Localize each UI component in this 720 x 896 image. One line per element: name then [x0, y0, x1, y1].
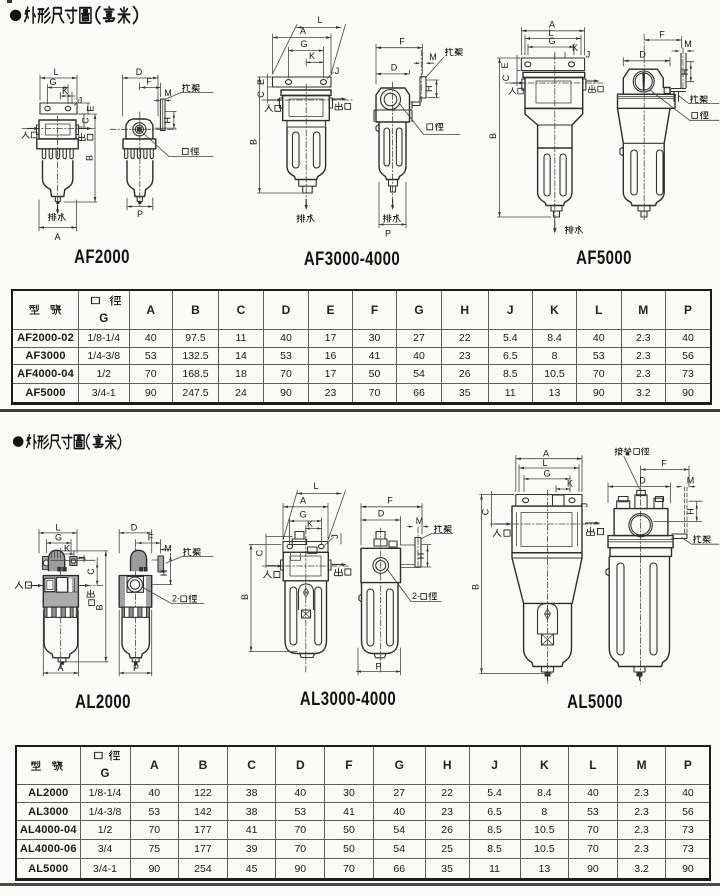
- svg-text:G: G: [300, 39, 307, 49]
- svg-text:D: D: [639, 475, 646, 485]
- svg-text:F: F: [659, 30, 665, 40]
- svg-text:L: L: [317, 15, 322, 25]
- svg-text:H: H: [685, 508, 695, 515]
- svg-text:C: C: [255, 549, 265, 556]
- svg-text:K: K: [64, 544, 70, 554]
- svg-text:B: B: [249, 139, 259, 145]
- svg-text:2-: 2-: [172, 594, 180, 604]
- svg-text:A: A: [300, 495, 306, 505]
- svg-text:H: H: [424, 86, 434, 93]
- svg-text:B: B: [240, 594, 250, 600]
- svg-text:F: F: [387, 495, 393, 505]
- svg-text:B: B: [471, 584, 481, 590]
- svg-text:J: J: [586, 50, 591, 60]
- svg-text:D: D: [639, 50, 646, 60]
- svg-text:D: D: [391, 63, 398, 73]
- svg-text:F: F: [661, 458, 667, 468]
- svg-text:A: A: [543, 448, 549, 458]
- svg-text:F: F: [148, 533, 154, 543]
- svg-text:J: J: [335, 66, 340, 76]
- svg-text:C: C: [481, 508, 491, 515]
- svg-text:J: J: [330, 534, 340, 539]
- svg-text:E: E: [500, 62, 510, 68]
- svg-text:L: L: [313, 481, 318, 491]
- svg-text:M: M: [429, 52, 437, 62]
- svg-text:E: E: [86, 106, 96, 112]
- svg-text:J: J: [78, 556, 88, 561]
- svg-text:M: M: [164, 544, 172, 554]
- svg-text:M: M: [164, 88, 172, 98]
- svg-text:B: B: [95, 604, 105, 610]
- svg-text:D: D: [378, 509, 385, 519]
- svg-text:A: A: [549, 20, 555, 30]
- svg-text:K: K: [567, 479, 573, 489]
- svg-text:A: A: [300, 26, 306, 36]
- svg-text:E: E: [256, 79, 266, 85]
- svg-text:P: P: [137, 209, 143, 219]
- svg-text:J: J: [580, 503, 590, 508]
- svg-text:B: B: [488, 133, 498, 139]
- svg-text:P: P: [133, 663, 139, 673]
- svg-text:C: C: [86, 568, 96, 575]
- svg-text:G: G: [299, 510, 306, 520]
- svg-text:L: L: [548, 28, 553, 38]
- svg-text:M: M: [684, 39, 692, 49]
- svg-text:L: L: [55, 523, 60, 533]
- svg-text:H: H: [163, 117, 173, 124]
- svg-text:C: C: [81, 117, 91, 124]
- svg-text:A: A: [54, 232, 60, 242]
- svg-text:F: F: [399, 37, 405, 47]
- svg-text:P: P: [375, 662, 381, 672]
- svg-text:K: K: [309, 51, 315, 61]
- svg-text:D: D: [136, 67, 143, 77]
- svg-text:B: B: [85, 155, 95, 161]
- svg-text:G: G: [548, 36, 555, 46]
- svg-text:H: H: [680, 69, 690, 76]
- svg-text:K: K: [62, 86, 68, 96]
- svg-text:M: M: [687, 475, 695, 485]
- svg-text:L: L: [53, 67, 58, 77]
- svg-text:J: J: [78, 96, 83, 106]
- svg-text:G: G: [49, 77, 56, 87]
- svg-text:A: A: [57, 663, 63, 673]
- svg-text:C: C: [501, 74, 511, 81]
- svg-text:F: F: [146, 77, 152, 87]
- svg-text:K: K: [307, 519, 313, 529]
- svg-text:C: C: [256, 91, 266, 98]
- svg-text:D: D: [131, 523, 138, 533]
- svg-text:K: K: [572, 43, 578, 53]
- svg-text:2-: 2-: [412, 591, 420, 601]
- svg-text:G: G: [55, 533, 62, 543]
- svg-text:L: L: [542, 458, 547, 468]
- svg-text:M: M: [416, 516, 424, 526]
- svg-text:H: H: [159, 570, 169, 577]
- svg-text:G: G: [543, 468, 550, 478]
- svg-text:P: P: [385, 229, 391, 239]
- svg-text:H: H: [416, 553, 426, 560]
